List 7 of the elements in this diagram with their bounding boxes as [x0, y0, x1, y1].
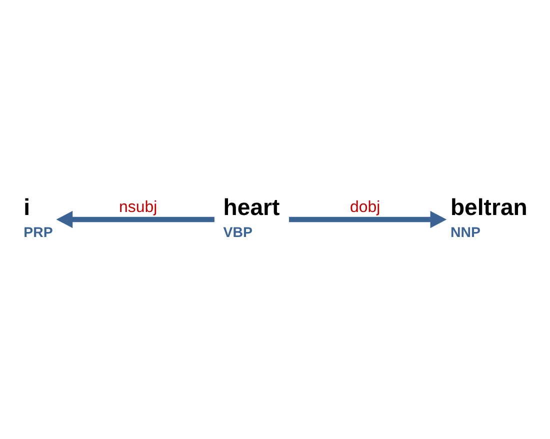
node-text: beltran NNP: [450, 194, 528, 242]
node-text: i PRP: [24, 194, 53, 242]
node-text: heart VBP: [223, 194, 280, 242]
arrow: [288, 210, 447, 228]
edge-label: nsubj: [119, 198, 158, 216]
arrow: [56, 210, 214, 228]
edge-label: dobj: [350, 198, 380, 216]
